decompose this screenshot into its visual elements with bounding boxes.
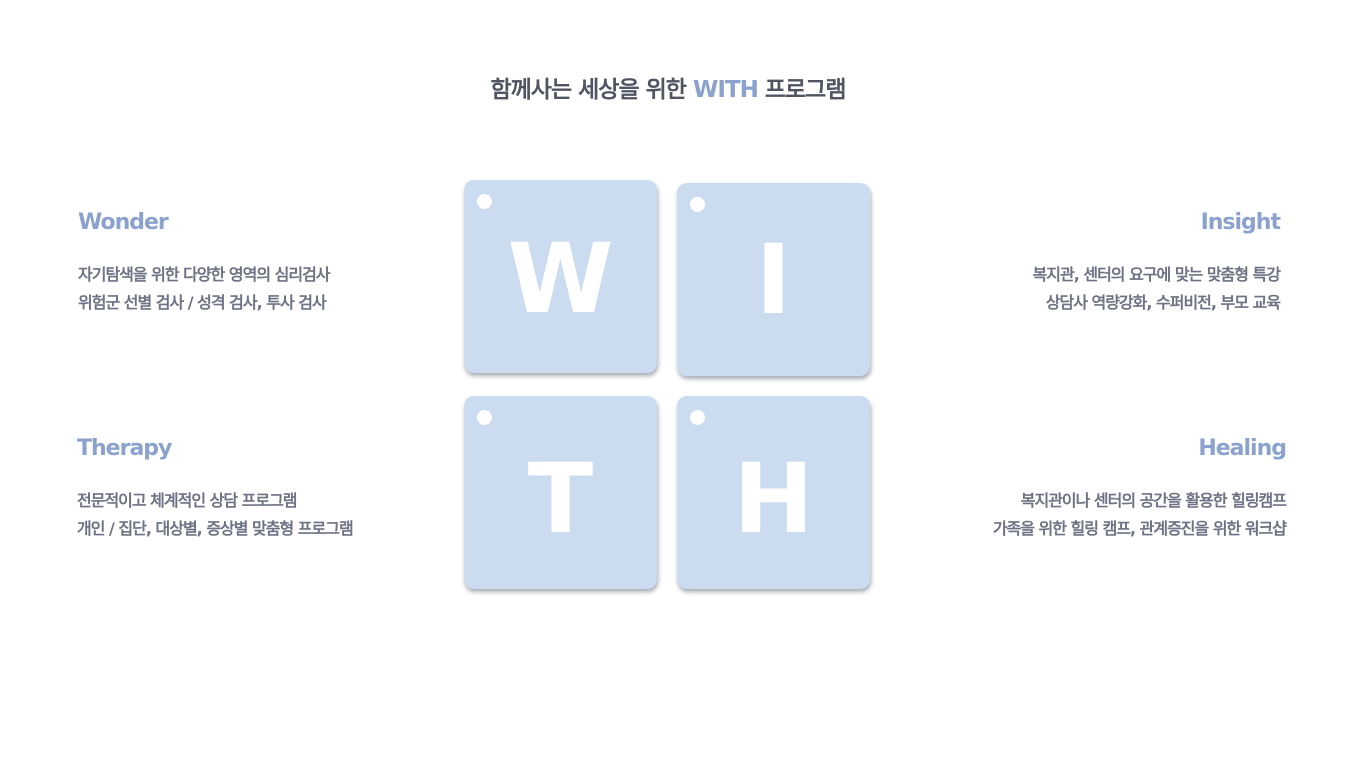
- tile-letter: T: [527, 442, 594, 555]
- tile-t: T: [464, 396, 657, 589]
- tile-hole: [477, 194, 492, 209]
- section-line: 상담사 역량강화, 수퍼비전, 부모 교육: [1045, 293, 1281, 312]
- title-prefix: 함께사는 세상을 위한: [490, 77, 686, 103]
- tile-letter: H: [733, 442, 814, 555]
- section-heading: Therapy: [77, 436, 172, 461]
- section-line: 자기탐색을 위한 다양한 영역의 심리검사: [78, 265, 331, 284]
- section-line: 가족을 위한 힐링 캠프, 관계증진을 위한 워크샵: [992, 519, 1287, 538]
- section-heading: Insight: [1200, 210, 1281, 235]
- section-insight: Insight 복지관, 센터의 요구에 맞는 맞춤형 특강 상담사 역량강화,…: [1032, 210, 1281, 317]
- tile-i: I: [677, 183, 870, 376]
- tile-w: W: [464, 180, 657, 373]
- tile-hole: [690, 197, 705, 212]
- page-title: 함께사는 세상을 위한 WITH 프로그램: [0, 70, 1336, 104]
- section-line: 개인 / 집단, 대상별, 증상별 맞춤형 프로그램: [77, 519, 354, 538]
- section-heading: Wonder: [78, 210, 169, 235]
- title-accent: WITH: [692, 77, 759, 103]
- section-wonder: Wonder 자기탐색을 위한 다양한 영역의 심리검사 위험군 선별 검사 /…: [78, 210, 331, 317]
- title-suffix: 프로그램: [764, 77, 847, 103]
- section-healing: Healing 복지관이나 센터의 공간을 활용한 힐링캠프 가족을 위한 힐링…: [992, 436, 1287, 543]
- tile-letter: W: [507, 222, 614, 335]
- section-heading: Healing: [1198, 436, 1287, 461]
- tile-hole: [690, 410, 705, 425]
- section-therapy: Therapy 전문적이고 체계적인 상담 프로그램 개인 / 집단, 대상별,…: [77, 436, 354, 543]
- section-line: 복지관, 센터의 요구에 맞는 맞춤형 특강: [1032, 265, 1281, 284]
- section-line: 위험군 선별 검사 / 성격 검사, 투사 검사: [78, 293, 327, 312]
- tile-h: H: [677, 396, 870, 589]
- section-line: 전문적이고 체계적인 상담 프로그램: [77, 491, 298, 510]
- tile-hole: [477, 410, 492, 425]
- section-line: 복지관이나 센터의 공간을 활용한 힐링캠프: [1020, 491, 1287, 510]
- tile-letter: I: [755, 223, 792, 336]
